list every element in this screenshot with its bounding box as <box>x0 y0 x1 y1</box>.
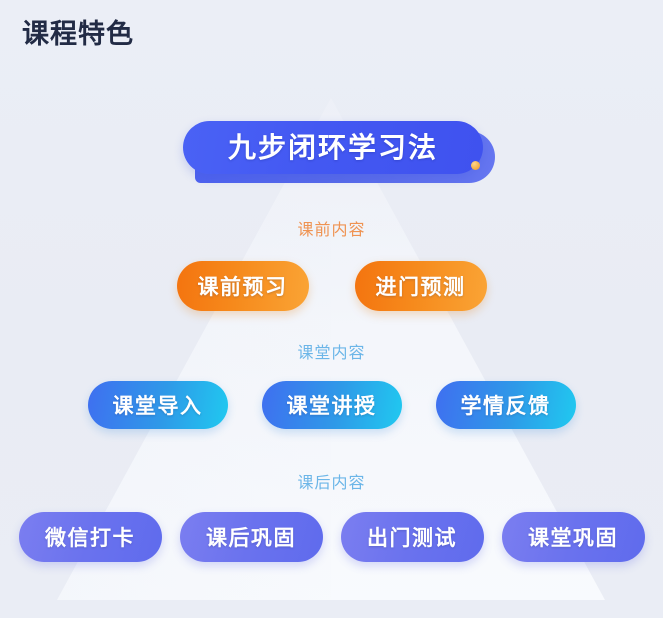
pill-post-class-0[interactable]: 微信打卡 <box>18 512 162 562</box>
pill-post-class-3[interactable]: 课堂巩固 <box>501 512 645 562</box>
orange-dot-decoration <box>471 161 480 170</box>
section-label-pre-class: 课前内容 <box>297 222 366 239</box>
pill-in-class-0[interactable]: 课堂导入 <box>87 381 228 429</box>
pill-pre-class-1[interactable]: 进门预测 <box>354 261 487 311</box>
hero-banner-label: 九步闭环学习法 <box>227 132 438 163</box>
pill-row-post-class: 微信打卡 课后巩固 出门测试 课堂巩固 <box>0 512 663 562</box>
pill-in-class-1[interactable]: 课堂讲授 <box>261 381 402 429</box>
pill-pre-class-0[interactable]: 课前预习 <box>176 261 309 311</box>
section-label-in-class: 课堂内容 <box>297 345 366 362</box>
pill-post-class-1[interactable]: 课后巩固 <box>179 512 323 562</box>
pill-row-pre-class: 课前预习 进门预测 <box>0 261 663 311</box>
hero-banner[interactable]: 九步闭环学习法 <box>183 121 495 183</box>
pill-row-in-class: 课堂导入 课堂讲授 学情反馈 <box>0 381 663 429</box>
hero-banner-pill[interactable]: 九步闭环学习法 <box>183 121 483 174</box>
section-label-post-class: 课后内容 <box>297 475 366 492</box>
pill-in-class-2[interactable]: 学情反馈 <box>435 381 576 429</box>
pill-post-class-2[interactable]: 出门测试 <box>340 512 484 562</box>
page-title: 课程特色 <box>22 19 134 49</box>
